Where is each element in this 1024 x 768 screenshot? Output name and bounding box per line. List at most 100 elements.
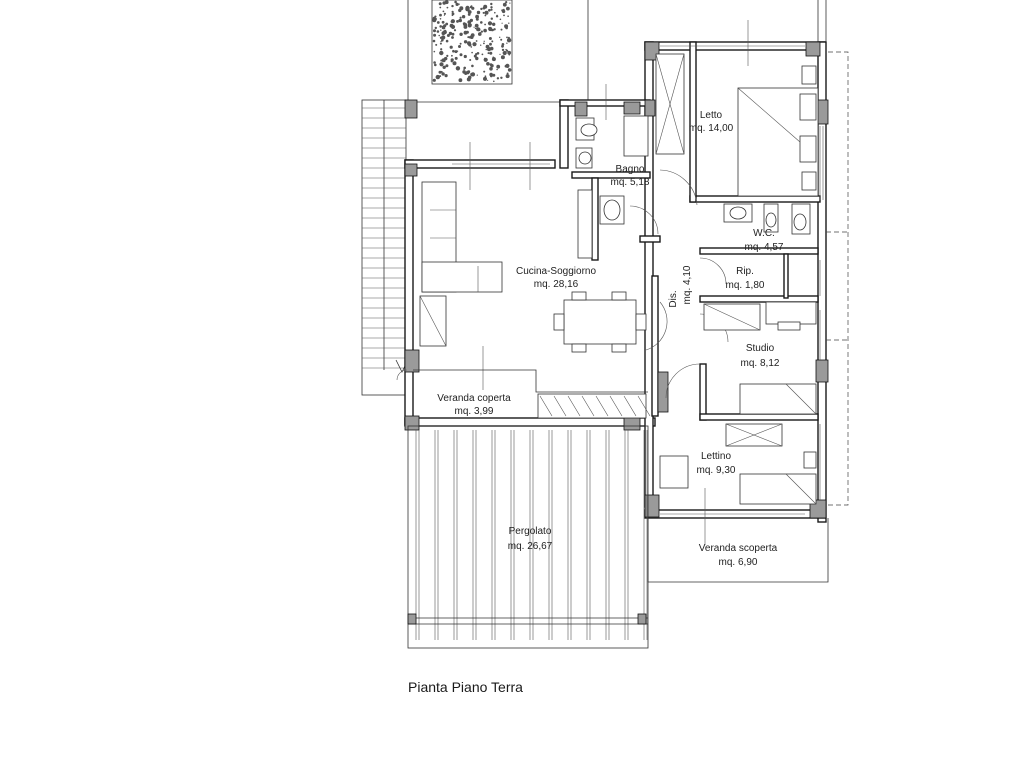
windows [452, 20, 824, 545]
planter-speck [480, 21, 483, 24]
planter-speck [450, 32, 452, 34]
planter-speck [506, 36, 508, 39]
planter-speck [443, 24, 447, 28]
label-veranda-scoperta-area: mq. 6,90 [719, 557, 758, 568]
planter-speck [439, 50, 444, 56]
planter-speck [509, 2, 511, 4]
planter-speck [458, 78, 463, 83]
planter-speck [467, 10, 472, 14]
wardrobe-letto [655, 53, 685, 155]
planter-speck [454, 50, 458, 54]
planter-speck [488, 37, 492, 40]
label-lettino-name: Lettino [701, 451, 731, 462]
planter-speck [435, 74, 440, 80]
planter-speck [449, 45, 453, 49]
label-studio-name: Studio [746, 343, 775, 354]
bathroom-fixtures [575, 115, 649, 225]
planter-speck [508, 53, 511, 56]
planter-speck [458, 3, 460, 5]
planter-speck [433, 33, 437, 37]
planter-speck [499, 18, 502, 21]
planter-speck [451, 54, 453, 57]
label-veranda-scoperta-name: Veranda scoperta [699, 543, 778, 554]
planter-speck [452, 50, 455, 53]
planter-speck [465, 5, 470, 11]
label-bagno-name: Bagno [616, 164, 645, 175]
planter-speck [440, 29, 442, 31]
label-cucina-area: mq. 28,16 [534, 279, 579, 290]
planter-speck [483, 76, 487, 81]
planter-speck [470, 33, 475, 37]
planter-speck [473, 26, 475, 28]
planter-speck [445, 64, 449, 68]
planter-speck [483, 57, 488, 62]
planter-speck [496, 77, 500, 80]
planter-speck [451, 10, 454, 13]
wc-fixtures [723, 203, 811, 235]
planter-speck [467, 75, 472, 80]
planter-speck [508, 22, 510, 24]
planter-speck [476, 52, 480, 55]
label-letto-area: mq. 14,00 [689, 123, 734, 134]
planter-speck [505, 74, 510, 79]
planter-speck [432, 78, 436, 82]
planter-speck [438, 70, 442, 74]
planter-speck [468, 36, 471, 39]
planter-speck [484, 14, 487, 17]
planter-speck [458, 45, 461, 48]
planter-speck [442, 10, 445, 13]
planter-speck [462, 70, 466, 74]
planter-speck [445, 22, 449, 26]
planter-speck [433, 61, 436, 64]
planter-speck [436, 21, 440, 24]
planter-speck [439, 42, 442, 45]
planter-speck [440, 41, 442, 43]
planter-speck [470, 72, 476, 77]
planter-speck [435, 43, 438, 46]
label-rip-name: Rip. [736, 266, 754, 277]
planter-speck [471, 6, 475, 10]
planter-speck [439, 13, 442, 17]
planter-speck [483, 4, 488, 9]
step-hatch [539, 395, 553, 417]
planter-speck [442, 65, 446, 70]
planter-speck [467, 20, 472, 24]
planter-speck [500, 76, 503, 80]
planter-speck [507, 50, 512, 55]
planter-speck [499, 53, 501, 56]
room-labels: Letto mq. 14,00 Bagno mq. 5,18 Cucina-So… [437, 110, 784, 568]
planter-speck [459, 53, 463, 57]
planter-speck [473, 54, 477, 58]
label-dis-name: Dis. [668, 290, 679, 307]
planter-speck [480, 7, 483, 11]
garden-area [407, 0, 589, 103]
planter-speck [441, 38, 444, 42]
planter-speck [455, 2, 459, 6]
planter-speck [483, 40, 485, 42]
planter-speck [483, 70, 486, 73]
planter-speck [494, 11, 496, 14]
planter-speck [476, 74, 478, 76]
label-studio-area: mq. 8,12 [741, 358, 780, 369]
lettino-fixtures [659, 423, 817, 505]
label-cucina-name: Cucina-Soggiorno [516, 266, 596, 277]
bed-double [737, 65, 819, 197]
planter-speck [491, 57, 496, 62]
planter-speck [507, 15, 509, 17]
planter-speck [442, 1, 447, 5]
step-hatch [595, 395, 609, 417]
planter-speck [440, 48, 443, 51]
planter-speck [439, 18, 442, 20]
planter-speck [482, 11, 485, 14]
planter-speck [433, 29, 436, 33]
planter-speck [492, 22, 496, 26]
planter-speck [499, 36, 501, 38]
planter-speck [495, 15, 499, 18]
planter-speck [505, 48, 507, 51]
planter-speck [456, 20, 459, 23]
planter-speck [468, 70, 470, 73]
planter-speck [496, 68, 498, 71]
planter-speck [507, 68, 512, 72]
planter-speck [462, 22, 466, 26]
